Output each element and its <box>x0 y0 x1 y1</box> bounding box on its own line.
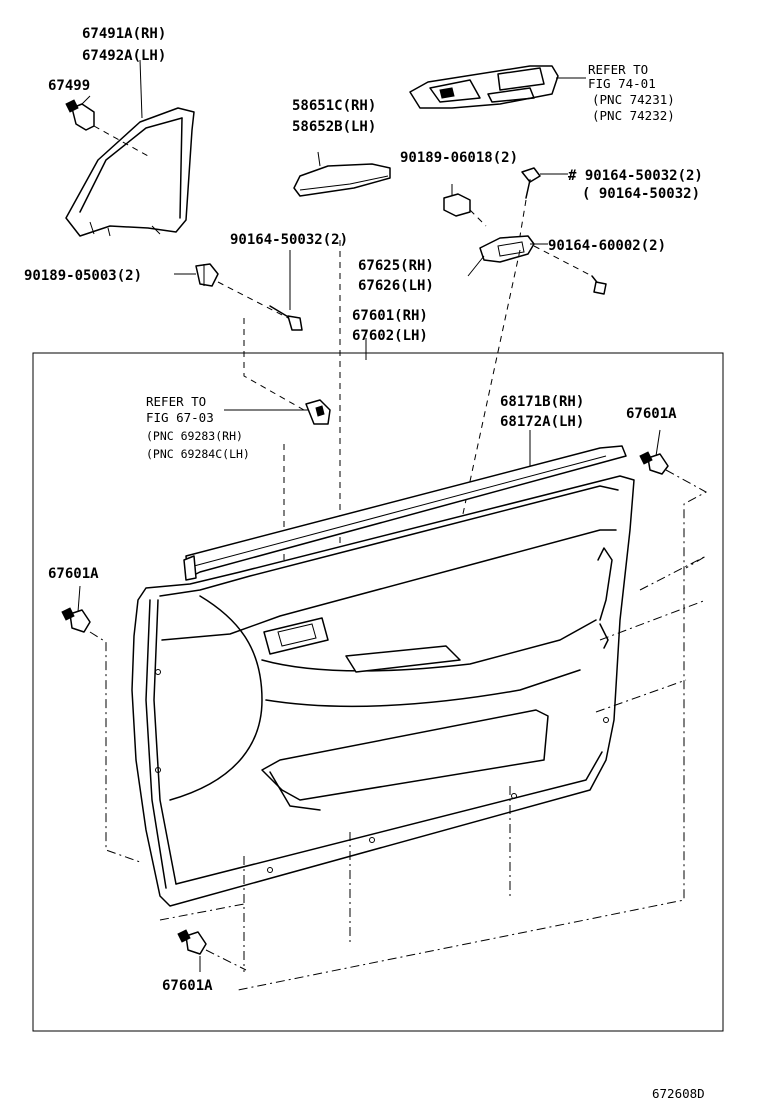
clip-fig-67-03 <box>305 399 331 425</box>
label-fig-67-03: FIG 67-03 <box>146 410 214 425</box>
screw-left <box>269 305 303 331</box>
handle-bracket-part <box>479 235 535 263</box>
leader-l8 <box>317 151 321 167</box>
screw-right <box>591 275 607 295</box>
label-90164-50032-hash: # 90164-50032(2) <box>568 168 703 184</box>
label-90189-06018: 90189-06018(2) <box>400 150 518 166</box>
label-68172a: 68172A(LH) <box>500 414 584 430</box>
label-67492a: 67492A(LH) <box>82 48 166 64</box>
label-fig-74-01: FIG 74-01 <box>588 76 656 91</box>
label-pnc-69284c: (PNC 69284C(LH) <box>146 447 250 461</box>
label-67602: 67602(LH) <box>352 328 428 344</box>
guide-left <box>243 318 305 411</box>
label-58652b: 58652B(LH) <box>292 119 376 135</box>
label-refer-to-2: REFER TO <box>146 394 206 409</box>
label-67601a-right: 67601A <box>626 406 677 422</box>
leader-clip-to-screw <box>217 281 289 319</box>
clip-67499 <box>65 95 95 131</box>
label-67626: 67626(LH) <box>358 278 434 294</box>
label-90189-05003: 90189-05003(2) <box>24 268 142 284</box>
leader-l10 <box>469 209 487 227</box>
label-refer-to-1: REFER TO <box>588 62 648 77</box>
label-67491a: 67491A(RH) <box>82 26 166 42</box>
label-90164-50032-left: 90164-50032(2) <box>230 232 348 248</box>
label-pnc-74231: (PNC 74231) <box>592 92 675 107</box>
leader-l27 <box>77 585 81 613</box>
leader-screw-down <box>519 199 527 237</box>
leader-l26 <box>655 429 661 457</box>
weatherstrip-part <box>183 445 627 581</box>
screw-upper <box>521 167 541 199</box>
label-67499: 67499 <box>48 78 90 94</box>
clip-67601a-left <box>61 607 91 633</box>
guide-bracket <box>433 249 521 649</box>
leader-l16 <box>467 255 485 277</box>
assembly-frame <box>32 352 724 1032</box>
clip-90189-05003 <box>195 263 219 287</box>
clip-67601a-right <box>639 451 669 475</box>
leader-l1 <box>139 59 143 119</box>
label-90164-50032-paren: ( 90164-50032) <box>582 186 700 202</box>
window-switch-part <box>409 65 559 109</box>
label-58651c: 58651C(RH) <box>292 98 376 114</box>
label-90164-60002: 90164-60002(2) <box>548 238 666 254</box>
label-67601a-bottom: 67601A <box>162 978 213 994</box>
label-67601a-left: 67601A <box>48 566 99 582</box>
clip-90189-06018 <box>443 184 471 217</box>
label-pnc-69283: (PNC 69283(RH) <box>146 429 243 443</box>
door-panel-part <box>131 475 635 907</box>
label-pnc-74232: (PNC 74232) <box>592 108 675 123</box>
clip-67601a-bottom <box>177 929 207 955</box>
label-68171b: 68171B(RH) <box>500 394 584 410</box>
diagram-code: 672608D <box>652 1086 705 1101</box>
label-67601: 67601(RH) <box>352 308 428 324</box>
label-67625: 67625(RH) <box>358 258 434 274</box>
armrest-pad-part <box>293 163 391 197</box>
mounting-guides <box>89 469 708 991</box>
